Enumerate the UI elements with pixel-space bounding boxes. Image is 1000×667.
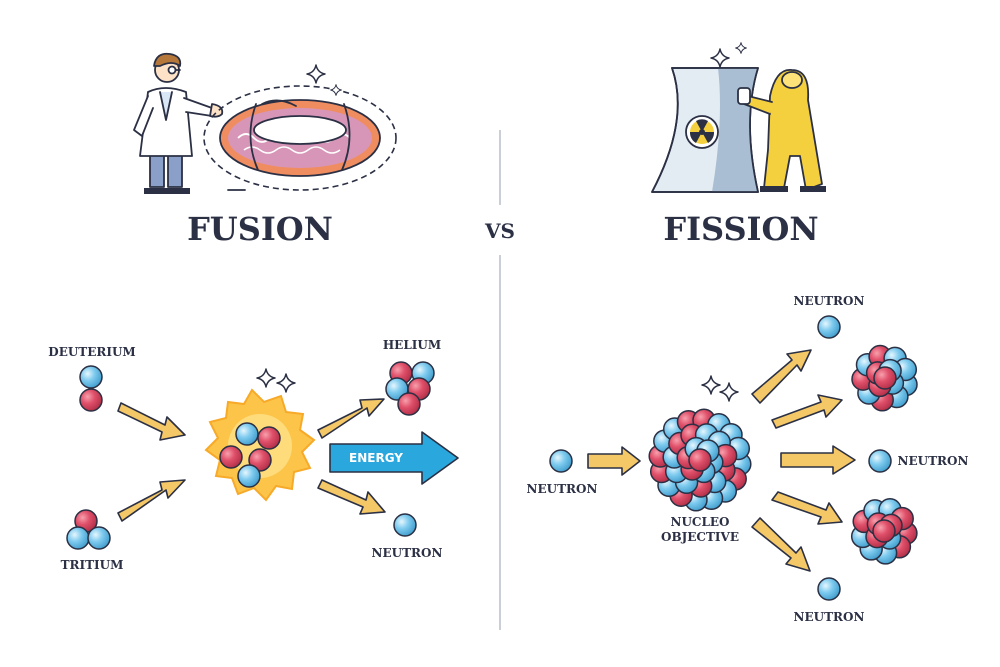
target-nucleus xyxy=(648,408,752,512)
title-vs: VS xyxy=(484,219,515,243)
arrow-tritium xyxy=(117,479,186,522)
fission-fragment-lower xyxy=(850,498,918,565)
incoming-neutron xyxy=(549,449,573,473)
nucleon xyxy=(873,366,897,390)
label-incoming-neutron: NEUTRON xyxy=(527,482,598,496)
label-nucleus-line1: NUCLEO xyxy=(670,515,729,529)
radiation-icon xyxy=(685,115,719,149)
scientist-icon xyxy=(133,52,224,194)
tokamak-icon xyxy=(203,85,397,191)
fusion-neutron xyxy=(393,513,417,537)
deuterium-atom xyxy=(79,365,103,412)
fission-fragment-upper xyxy=(851,344,918,412)
nucleon xyxy=(872,519,896,543)
helium-atom xyxy=(385,361,435,416)
label-neutron-top: NEUTRON xyxy=(794,294,865,308)
title-fission: FISSION xyxy=(663,210,818,248)
sparkle-icon xyxy=(306,64,326,84)
arrow-deuterium xyxy=(117,402,186,441)
label-tritium: TRITIUM xyxy=(61,558,124,572)
sparkle-icon xyxy=(710,48,730,68)
label-energy: ENERGY xyxy=(349,451,403,465)
arrow-fission-4 xyxy=(771,491,843,525)
sparkle-icon xyxy=(330,84,342,96)
fission-neutron-bottom xyxy=(817,577,841,601)
hazmat-worker-icon xyxy=(737,69,826,192)
arrow-to-neutron xyxy=(317,479,386,515)
label-neutron-right: NEUTRON xyxy=(898,454,969,468)
sparkle-icon xyxy=(256,368,276,388)
arrow-incoming xyxy=(587,446,641,476)
arrow-fission-3 xyxy=(780,445,856,475)
arrow-fission-1 xyxy=(751,349,812,404)
tritium-atom xyxy=(66,509,111,550)
fission-neutron-top xyxy=(817,315,841,339)
fission-neutron-right xyxy=(868,449,892,473)
nucleon xyxy=(688,448,712,472)
label-deuterium: DEUTERIUM xyxy=(48,345,135,359)
label-neutron-bottom: NEUTRON xyxy=(794,610,865,624)
label-nucleus-line2: OBJECTIVE xyxy=(661,530,739,544)
sparkle-icon xyxy=(276,373,296,393)
arrow-fission-5 xyxy=(751,517,811,572)
title-fusion: FUSION xyxy=(187,210,333,248)
sparkle-icon xyxy=(735,42,747,54)
arrow-to-helium xyxy=(317,398,385,439)
energy-arrow: ENERGY xyxy=(329,431,459,485)
label-helium: HELIUM xyxy=(383,338,441,352)
label-fusion-neutron: NEUTRON xyxy=(372,546,443,560)
sparkle-icon xyxy=(701,375,721,395)
sparkle-icon xyxy=(719,382,739,402)
arrow-fission-2 xyxy=(771,394,843,429)
